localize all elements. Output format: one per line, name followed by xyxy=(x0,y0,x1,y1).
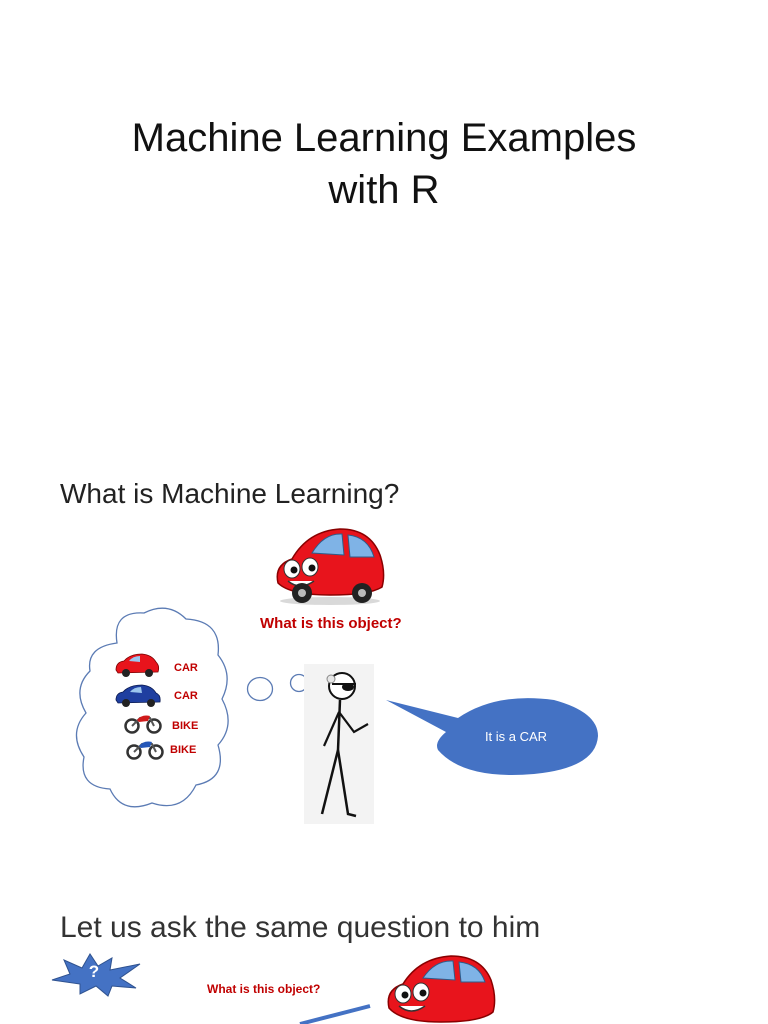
question-star-icon xyxy=(51,953,141,997)
slide-heading: What is Machine Learning? xyxy=(60,478,400,509)
title-line-2: with R xyxy=(328,168,440,212)
question-label: What is this object? xyxy=(260,615,402,632)
thought-item-label: CAR xyxy=(174,690,198,702)
pointer-line xyxy=(299,1004,371,1024)
red-car-icon xyxy=(115,653,160,677)
thought-cloud xyxy=(75,607,229,808)
thought-item-label: CAR xyxy=(174,662,198,674)
red-motorbike-icon xyxy=(124,715,162,734)
blue-car-icon xyxy=(115,684,161,707)
speech-bubble-text: It is a CAR xyxy=(484,728,548,744)
title-slide: Machine Learning Examples with R xyxy=(0,0,768,440)
presentation-title: Machine Learning Examples with R xyxy=(0,112,768,216)
cartoon-car-icon xyxy=(387,955,496,1023)
blue-motorbike-icon xyxy=(126,741,164,760)
thought-item-label: BIKE xyxy=(172,720,199,732)
cartoon-car-icon xyxy=(276,528,385,605)
what-is-ml-slide: What is Machine Learning? xyxy=(0,440,768,865)
slide-heading: Let us ask the same question to him xyxy=(60,911,541,944)
speech-bubble xyxy=(386,698,598,775)
question-label: What is this object? xyxy=(207,982,321,996)
ask-same-question-slide: Let us ask the same question to him xyxy=(0,865,768,1024)
thought-bubble-large xyxy=(246,676,274,702)
thought-item-label: BIKE xyxy=(170,744,197,756)
question-star-label: ? xyxy=(88,962,100,981)
stick-figure xyxy=(304,664,374,824)
title-line-1: Machine Learning Examples xyxy=(131,116,637,160)
